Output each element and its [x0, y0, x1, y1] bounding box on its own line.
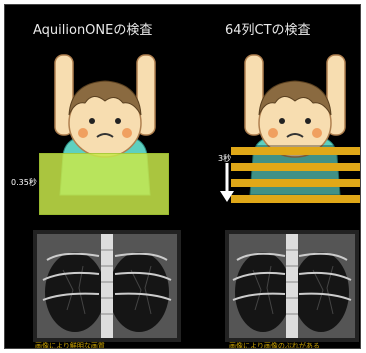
right-time-label: 3秒: [218, 153, 231, 164]
comparison-frame: AquilionONEの検査 64列CTの検査 0.35秒: [4, 4, 361, 349]
chest-ct-image-icon: [33, 230, 181, 342]
left-caption: 画像により鮮明な画質: [35, 341, 105, 349]
right-title: 64列CTの検査: [225, 19, 311, 38]
chest-ct-image-icon: [225, 230, 359, 342]
left-title: AquilionONEの検査: [33, 19, 152, 38]
left-time-label: 0.35秒: [11, 177, 37, 188]
arrow-down-icon: [219, 163, 235, 203]
right-caption: 画像により画像のぶれがある: [229, 341, 320, 349]
scan-band-icon: [231, 145, 361, 207]
scan-band-icon: [39, 153, 169, 215]
